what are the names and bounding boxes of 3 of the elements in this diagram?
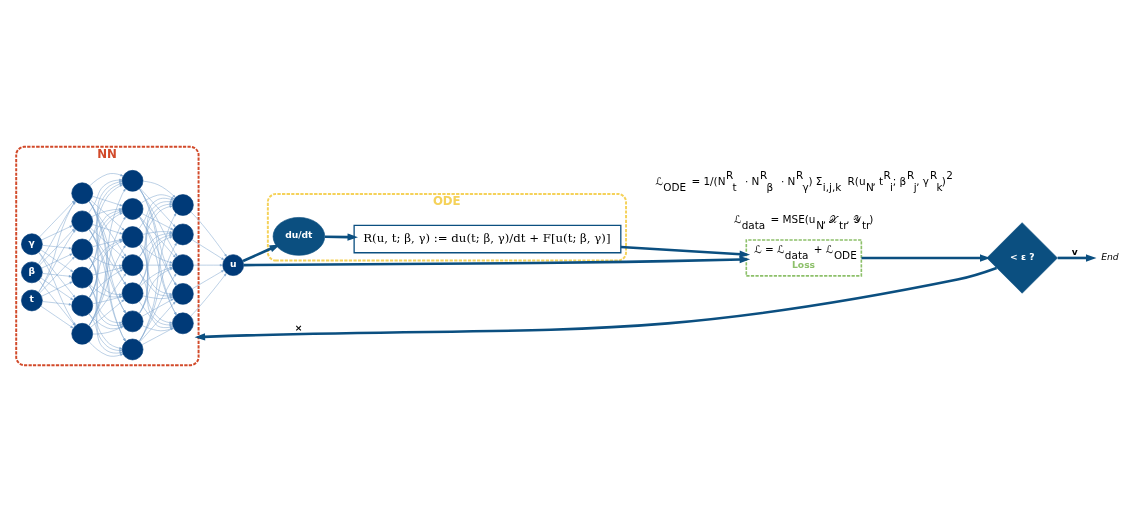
- node-text: End: [1101, 251, 1119, 262]
- edge-label: v: [1071, 246, 1078, 257]
- edge-label: ×: [294, 322, 303, 333]
